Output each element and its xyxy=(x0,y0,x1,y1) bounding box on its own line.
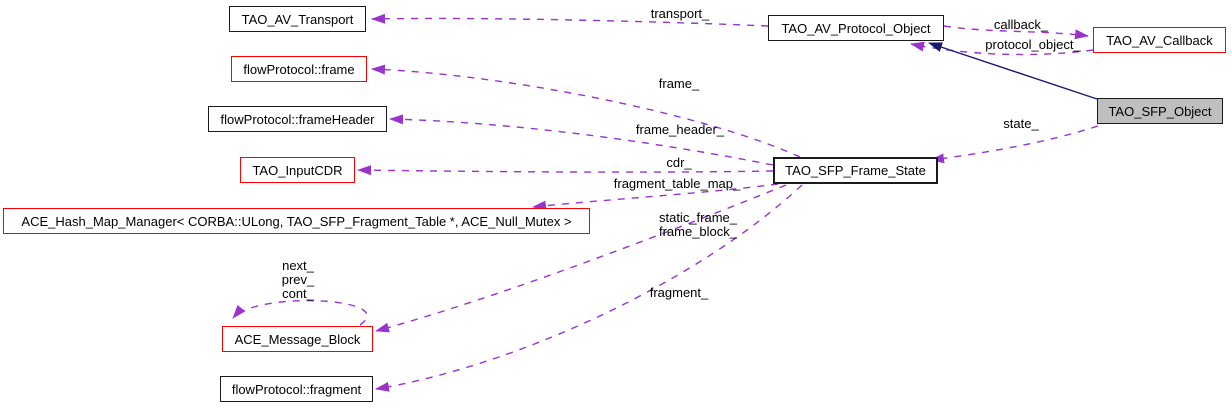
edge-label-protocol-object: protocol_object_ xyxy=(985,37,1081,52)
edge-label-frame: frame_ xyxy=(658,76,700,91)
edge-frame-header xyxy=(389,114,774,166)
node-tao-av-callback[interactable]: TAO_AV_Callback xyxy=(1093,27,1226,53)
node-flowprotocol-fragment[interactable]: flowProtocol::fragment xyxy=(220,376,373,402)
edge-fragment xyxy=(375,184,803,392)
edge-callback xyxy=(943,25,1089,40)
node-ace-message-block[interactable]: ACE_Message_Block xyxy=(222,326,373,352)
node-tao-av-transport[interactable]: TAO_AV_Transport xyxy=(229,6,366,32)
edge-label-cdr: cdr_ xyxy=(666,155,692,170)
node-ace-hash-map-manager[interactable]: ACE_Hash_Map_Manager< CORBA::ULong, TAO_… xyxy=(3,208,590,234)
edge-label-fragment-table-map: fragment_table_map_ xyxy=(613,176,741,191)
edge-cdr xyxy=(357,165,774,176)
node-tao-sfp-frame-state[interactable]: TAO_SFP_Frame_State xyxy=(773,157,938,184)
edge-label-state: state_ xyxy=(1003,116,1039,131)
node-tao-sfp-object: TAO_SFP_Object xyxy=(1097,98,1223,124)
edge-label-frame-block: frame_block_ xyxy=(658,224,738,239)
edge-label-cont: cont_ xyxy=(282,286,314,301)
edge-label-static-frame-frame-block: static_frame_ frame_block_ xyxy=(659,211,737,239)
edge-label-frame-header: frame_header_ xyxy=(635,122,725,137)
edge-label-callback: callback_ xyxy=(993,17,1049,32)
edge-label-transport: transport_ xyxy=(650,6,710,21)
node-tao-av-protocol-object[interactable]: TAO_AV_Protocol_Object xyxy=(768,15,944,41)
edge-label-static-frame: static_frame_ xyxy=(658,210,738,225)
edge-label-fragment: fragment_ xyxy=(649,285,709,300)
edge-self-loop-next-prev-cont xyxy=(232,299,368,326)
edge-fragment-table-map xyxy=(532,183,779,211)
edge-frame xyxy=(371,64,801,158)
node-flowprotocol-frame[interactable]: flowProtocol::frame xyxy=(231,56,367,82)
edge-inheritance xyxy=(928,42,1098,100)
node-flowprotocol-frameheader[interactable]: flowProtocol::frameHeader xyxy=(208,106,387,132)
edge-label-next-prev-cont: next_ prev_ cont_ xyxy=(282,259,315,301)
edge-transport xyxy=(371,13,769,27)
edge-state xyxy=(930,125,1099,164)
edge-static-frame-frame-block xyxy=(375,184,787,333)
node-tao-inputcdr[interactable]: TAO_InputCDR xyxy=(240,157,355,183)
edge-label-next: next_ xyxy=(282,258,314,273)
edge-label-prev: prev_ xyxy=(281,272,315,287)
